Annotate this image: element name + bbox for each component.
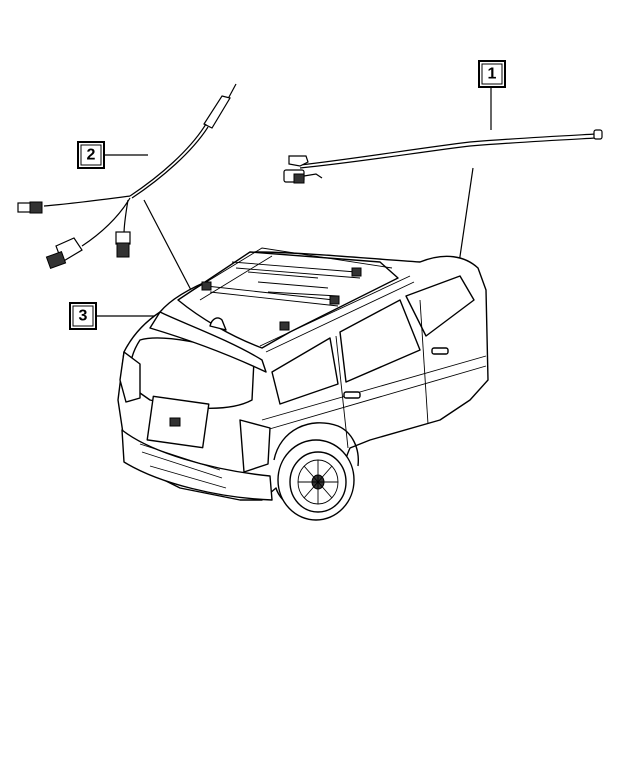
part-1-cable [283, 129, 603, 184]
callout-2: 2 [77, 141, 105, 169]
part-2-harness [17, 83, 237, 270]
callout-2-label: 2 [87, 147, 96, 164]
callout-1-label: 1 [488, 66, 497, 83]
vehicle-rear-view [117, 247, 489, 521]
callout-3: 3 [69, 302, 97, 330]
callout-1: 1 [478, 60, 506, 88]
callout-3-label: 3 [79, 308, 88, 325]
rear-wheel [277, 439, 355, 521]
